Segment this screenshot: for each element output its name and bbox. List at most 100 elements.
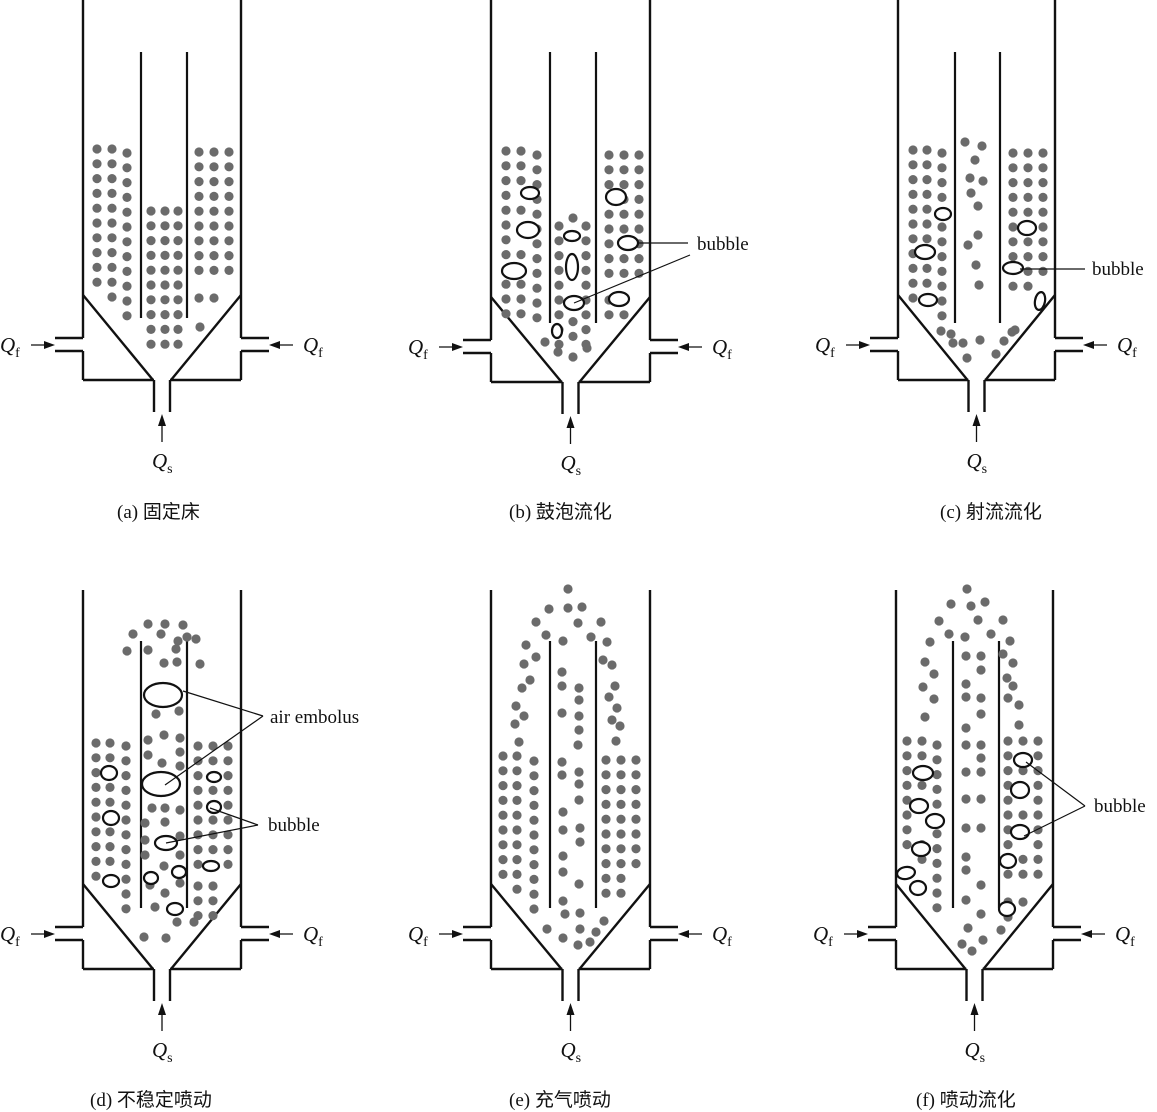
fluid-flow-label-left-subscript: f bbox=[15, 935, 20, 950]
particle bbox=[1038, 252, 1048, 262]
bubble-ellipse bbox=[917, 292, 939, 308]
particle bbox=[122, 178, 132, 188]
particle bbox=[512, 766, 522, 776]
particle bbox=[1003, 766, 1013, 776]
particle bbox=[961, 767, 971, 777]
particle bbox=[160, 265, 170, 275]
particle bbox=[908, 234, 918, 244]
spout-flow-label-subscript: s bbox=[576, 464, 581, 479]
particle bbox=[902, 840, 912, 850]
particle bbox=[121, 800, 131, 810]
particle bbox=[175, 733, 185, 743]
particle bbox=[122, 311, 132, 321]
particle bbox=[973, 201, 983, 211]
particle bbox=[151, 709, 161, 719]
particle bbox=[601, 888, 611, 898]
particle bbox=[146, 265, 156, 275]
particle bbox=[122, 281, 132, 291]
particle bbox=[532, 313, 542, 323]
bubble-ellipse bbox=[913, 243, 937, 261]
caption-b: (b) 鼓泡流化 bbox=[509, 502, 612, 523]
particle bbox=[558, 807, 568, 817]
particle bbox=[616, 829, 626, 839]
particle bbox=[498, 781, 508, 791]
particle bbox=[193, 741, 203, 751]
fluid-flow-label-right: Qf bbox=[1115, 922, 1135, 950]
particle bbox=[224, 162, 234, 172]
particle bbox=[922, 145, 932, 155]
callout-leader-line bbox=[1025, 761, 1086, 807]
particle bbox=[554, 310, 564, 320]
callout-label: bubble bbox=[697, 234, 749, 255]
particle bbox=[194, 162, 204, 172]
particle bbox=[173, 250, 183, 260]
particle bbox=[521, 640, 531, 650]
particle bbox=[925, 637, 935, 647]
particle bbox=[1010, 325, 1020, 335]
particle bbox=[922, 278, 932, 288]
particle bbox=[105, 753, 115, 763]
particle bbox=[574, 779, 584, 789]
particle bbox=[105, 856, 115, 867]
arrow-head-icon bbox=[44, 930, 55, 938]
arrow-head-icon bbox=[158, 414, 166, 426]
particle bbox=[937, 237, 947, 247]
particle bbox=[516, 146, 526, 156]
particle bbox=[998, 649, 1008, 659]
fluid-flow-label-left-subscript: f bbox=[830, 346, 835, 361]
particle bbox=[557, 708, 567, 718]
particle bbox=[568, 352, 578, 362]
fluid-flow-label-right: Qf bbox=[712, 335, 732, 363]
particle bbox=[929, 694, 939, 704]
particle bbox=[121, 889, 131, 899]
callout-label: bubble bbox=[268, 815, 320, 836]
cone-wall-right bbox=[578, 296, 651, 383]
particle bbox=[1033, 751, 1043, 761]
particle bbox=[1038, 178, 1048, 188]
particle bbox=[574, 767, 584, 777]
fluid-flow-label-right-subscript: f bbox=[1132, 346, 1137, 361]
particle bbox=[209, 251, 219, 261]
particle bbox=[146, 280, 156, 290]
particle bbox=[512, 884, 522, 894]
spout-flow-label: Qs bbox=[967, 449, 988, 477]
particle bbox=[973, 230, 983, 240]
particle bbox=[193, 815, 203, 825]
particle bbox=[224, 147, 234, 157]
particle bbox=[208, 741, 218, 751]
particle bbox=[1023, 281, 1033, 291]
particle bbox=[1038, 163, 1048, 173]
fluid-flow-label-left: Qf bbox=[0, 922, 20, 950]
particle bbox=[121, 859, 131, 870]
caption-a: (a) 固定床 bbox=[117, 502, 200, 523]
particle bbox=[160, 888, 170, 898]
particle bbox=[615, 721, 625, 731]
arrow-head-icon bbox=[857, 930, 868, 938]
particle bbox=[194, 177, 204, 187]
particle bbox=[1033, 869, 1043, 879]
particle bbox=[223, 741, 233, 751]
particle bbox=[1033, 736, 1043, 746]
spout-flow-label-subscript: s bbox=[980, 1051, 985, 1066]
particle bbox=[529, 815, 539, 825]
particle bbox=[1018, 897, 1028, 907]
particle bbox=[961, 852, 971, 862]
caption-d: (d) 不稳定喷动 bbox=[90, 1090, 212, 1111]
particle bbox=[631, 799, 641, 810]
particle bbox=[581, 236, 591, 246]
particle bbox=[173, 236, 183, 246]
particle bbox=[194, 236, 204, 246]
arrow-head-icon bbox=[972, 414, 981, 426]
particle bbox=[908, 160, 918, 170]
particle bbox=[160, 324, 170, 334]
particle bbox=[498, 810, 508, 820]
spout-flow-label-subscript: s bbox=[982, 462, 987, 477]
callout-leader-line bbox=[209, 807, 259, 826]
particle bbox=[107, 292, 117, 302]
fluid-flow-label-right-subscript: f bbox=[727, 935, 732, 950]
cone-wall-left bbox=[895, 883, 967, 970]
particle bbox=[922, 263, 932, 273]
particle bbox=[171, 644, 181, 654]
particle bbox=[1008, 658, 1018, 668]
particle bbox=[634, 254, 644, 264]
